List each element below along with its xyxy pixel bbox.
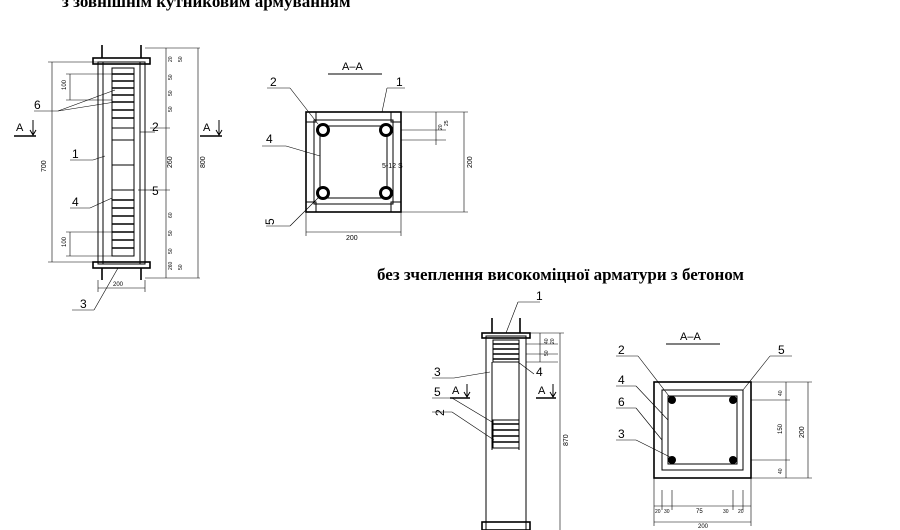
label-4: 4 [72,195,79,209]
drawing-2-label-4: 4 [536,365,543,379]
section-2-dim-v-bot: 40 [778,468,784,474]
drawing-2-cut-right: А [536,384,557,399]
drawing-2-label-3: 3 [434,365,441,379]
drawing-2-dim-t2: 50 [544,350,550,356]
cut-marker-right: А [200,120,223,137]
section-2-dim-h-d: 20 [738,509,744,515]
label-6: 6 [34,98,41,112]
dim-tick-g: 50 [168,248,174,254]
dim-100-bottom: 100 [62,236,68,247]
section-1-dim-d1: 20 [438,124,444,130]
dim-800: 800 [200,156,207,168]
dim-tick-c: 50 [168,90,174,96]
dim-tick-h: 260 [168,261,174,270]
svg-text:А: А [16,122,24,134]
dim-tick-f: 50 [168,230,174,236]
section-1-label-5: 5 [263,218,277,225]
section-1-dim-d2: 25 [444,120,450,126]
section-1-title: А–А [342,61,363,73]
dim-tick-e: 60 [168,212,174,218]
label-1: 1 [72,147,79,161]
svg-text:А: А [538,385,546,397]
label-5: 5 [152,184,159,198]
drawing-2-label-2: 2 [433,409,447,416]
column-elevation-2: 870 40 50 20 А А 1 3 4 5 [432,289,570,530]
caption-bottom: без зчеплення високоміцної арматури з бе… [377,265,745,284]
section-1-label-4: 4 [266,132,273,146]
section-1-label-2: 2 [270,75,277,89]
dim-100-top: 100 [62,79,68,90]
drawing-2-cut-left: А [450,384,471,399]
stirrups-bottom [111,189,135,257]
section-1-dim-height: 200 [467,156,474,168]
section-2-label-3: 3 [618,427,625,441]
section-1-label-1: 1 [396,75,403,89]
cut-marker-left: А [14,120,37,137]
section-1-dim-width: 200 [346,235,358,242]
svg-text:А: А [203,122,211,134]
caption-top: з зовнішнім кутниковим армуванням [62,0,351,11]
section-2-dim-h-total: 200 [698,524,709,530]
section-2-dim-v-top: 40 [778,390,784,396]
section-aa-1: А–А 200 200 20 25 5-12 S [262,61,474,242]
dim-tick-d: 50 [168,106,174,112]
section-2-dim-h-a: 20 [655,509,661,515]
drawing-2-dim-height: 870 [563,434,570,446]
section-2-dim-h-c: 30 [723,509,729,515]
section-aa-2: А–А 40 150 40 200 20 30 75 30 20 200 [616,331,812,530]
drawing-2-dim-t3: 20 [550,338,556,344]
dim-200: 200 [113,282,124,288]
section-2-dim-v-mid: 150 [778,423,784,434]
dim-260: 260 [167,156,174,168]
section-2-dim-h-b: 30 [664,509,670,515]
section-2-label-5: 5 [778,343,785,357]
label-3: 3 [80,297,87,311]
drawing-2-label-1: 1 [536,289,543,303]
section-2-label-2: 2 [618,343,625,357]
section-2-label-6: 6 [618,395,625,409]
section-2-dim-v-total: 200 [799,426,806,438]
section-1-note: 5-12 S [382,163,403,170]
dim-tick-b: 50 [168,74,174,80]
stirrups-top [111,67,135,129]
column-elevation-1: 700 100 100 260 800 20 50 50 50 60 50 50… [14,45,223,311]
dim-tick-j: 50 [178,264,184,270]
dim-700: 700 [41,160,48,172]
svg-text:А: А [452,385,460,397]
dim-tick-i: 50 [178,56,184,62]
label-2: 2 [152,120,159,134]
section-2-dim-h-mid: 75 [696,509,703,515]
section-2-label-4: 4 [618,373,625,387]
section-2-title: А–А [680,331,701,343]
dim-tick-a: 20 [168,56,174,62]
drawing-2-dim-t1: 40 [544,338,550,344]
drawing-2-label-5: 5 [434,385,441,399]
